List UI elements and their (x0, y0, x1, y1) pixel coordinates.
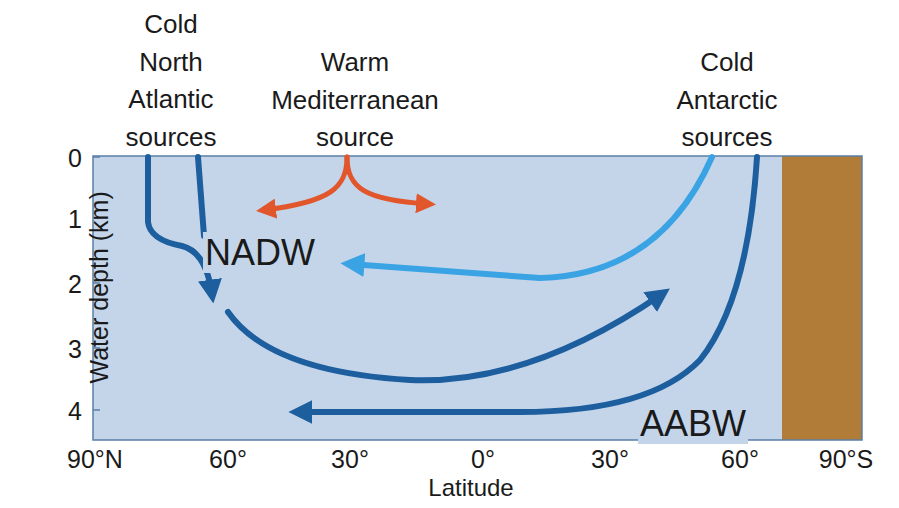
tick-label: 90°N (67, 445, 123, 474)
tick-label: 0° (471, 445, 495, 474)
tick-label: 0 (68, 144, 82, 173)
tick-label: 60° (209, 445, 247, 474)
aabw-flow (298, 157, 757, 412)
plot-frame (93, 156, 862, 440)
water-mass-label: AABW (638, 403, 748, 444)
current-paths (148, 157, 757, 412)
antarctic-land (782, 156, 862, 440)
axis-title: Water depth (km) (85, 191, 114, 383)
nadw-flow (148, 157, 212, 294)
source-label: Cold Antarctic sources (647, 44, 807, 157)
tick-label: 90°S (819, 445, 873, 474)
tick-label: 30° (591, 445, 629, 474)
ocean-water (93, 156, 782, 440)
antarctic-intermediate-flow (350, 157, 712, 278)
tick-label: 4 (68, 397, 82, 426)
nadw-flow (228, 294, 662, 380)
source-label: Warm Mediterranean source (238, 44, 473, 157)
water-mass-label: NADW (203, 232, 317, 273)
mediterranean-flow (264, 157, 347, 210)
tick-label: 30° (331, 445, 369, 474)
tick-label: 2 (68, 270, 82, 299)
tick-label: 3 (68, 335, 82, 364)
axis-title: Latitude (428, 474, 513, 502)
tick-label: 60° (721, 445, 759, 474)
tick-label: 1 (68, 205, 82, 234)
source-label: Cold North Atlantic sources (112, 6, 230, 156)
nadw-flow (198, 157, 204, 236)
mediterranean-flow (347, 157, 428, 204)
